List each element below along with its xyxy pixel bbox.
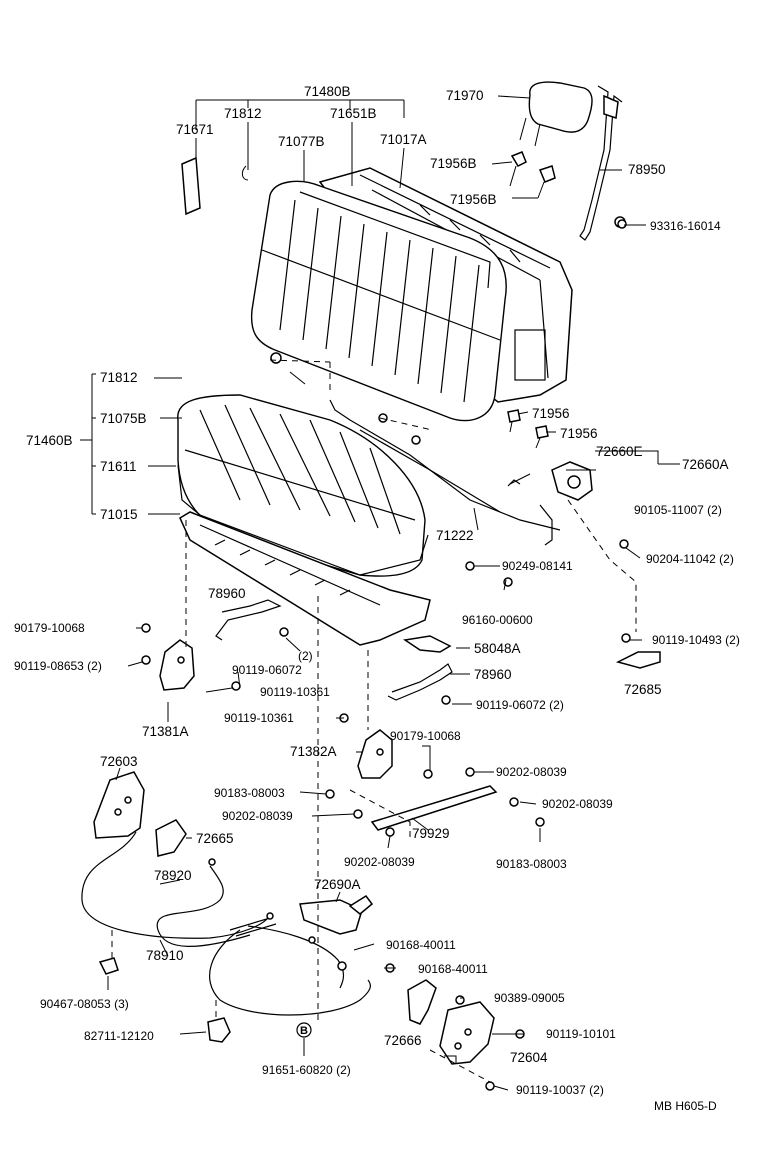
lock-striker-left xyxy=(215,599,282,641)
lever-72666 xyxy=(407,979,437,1025)
label-71015: 71015 xyxy=(100,507,138,522)
lock-striker-right xyxy=(387,663,453,701)
label-90202-08039-a: 90202-08039 xyxy=(496,765,567,779)
label-90249-08141: 90249-08141 xyxy=(502,559,573,573)
bracket-72685 xyxy=(615,651,661,669)
label-72604: 72604 xyxy=(510,1050,548,1065)
rod-79929 xyxy=(370,785,498,831)
seat-back-hinge-bar xyxy=(329,399,561,546)
label-90119-08653: 90119-08653 (2) xyxy=(14,659,102,673)
footer-code: MB H605-D xyxy=(654,1099,717,1113)
label-78960-left: 78960 xyxy=(208,586,246,601)
latch-plate-left xyxy=(93,771,145,839)
label-71970: 71970 xyxy=(446,88,484,103)
label-91651-60820: 91651-60820 (2) xyxy=(262,1063,351,1077)
seat-cushion-frame xyxy=(179,511,431,646)
label-72666: 72666 xyxy=(384,1033,422,1048)
label-71611: 71611 xyxy=(100,459,137,474)
label-90119-06072-right: 90119-06072 (2) xyxy=(476,698,564,712)
headrest-support-bottom xyxy=(537,165,556,199)
leader-lines xyxy=(80,95,680,1091)
latch-plate-right xyxy=(439,1001,495,1065)
seat-hinge-right xyxy=(357,729,393,779)
release-handle xyxy=(299,894,374,935)
label-96160-00600: 96160-00600 xyxy=(462,613,533,627)
label-71956-2: 71956 xyxy=(560,426,598,441)
label-90179-10068-left: 90179-10068 xyxy=(14,621,85,635)
label-72665: 72665 xyxy=(196,831,234,846)
label-90183-08003-left: 90183-08003 xyxy=(214,786,285,800)
recliner xyxy=(551,461,593,501)
label-71956-1: 71956 xyxy=(532,406,570,421)
label-71381A: 71381A xyxy=(142,724,189,739)
label-90202-08039-d: 90202-08039 xyxy=(344,855,415,869)
seat-back-cushion xyxy=(250,180,507,422)
label-71812-top: 71812 xyxy=(224,106,262,121)
label-90389-09005: 90389-09005 xyxy=(494,991,565,1005)
label-72685: 72685 xyxy=(624,682,662,697)
label-71382A: 71382A xyxy=(290,744,337,759)
headrest-support-top xyxy=(509,151,527,187)
label-78950: 78950 xyxy=(628,162,666,177)
label-2-left: (2) xyxy=(298,649,313,663)
seat-cushion-pad xyxy=(177,464,429,576)
label-93316-16014: 93316-16014 xyxy=(650,219,721,233)
label-72660A: 72660A xyxy=(682,457,729,472)
release-cables xyxy=(81,831,371,1016)
label-71651B: 71651B xyxy=(330,106,377,121)
label-90119-10361-top: 90119-10361 xyxy=(260,685,330,699)
label-79929: 79929 xyxy=(412,826,450,841)
circle-b-marker: B xyxy=(296,1022,312,1038)
label-90119-10101: 90119-10101 xyxy=(546,1027,616,1041)
circle-b-letter: B xyxy=(300,1025,308,1037)
label-78960-right: 78960 xyxy=(474,667,512,682)
fasteners xyxy=(141,219,631,1091)
label-58048A: 58048A xyxy=(474,641,521,656)
label-90168-40011-a: 90168-40011 xyxy=(386,938,456,952)
label-71017A: 71017A xyxy=(380,132,427,147)
label-71671: 71671 xyxy=(176,122,214,137)
label-90119-10361-mid: 90119-10361 xyxy=(224,711,294,725)
label-90202-08039-c: 90202-08039 xyxy=(542,797,613,811)
label-71077B: 71077B xyxy=(278,134,325,149)
label-90119-10037: 90119-10037 (2) xyxy=(516,1083,604,1097)
label-71075B: 71075B xyxy=(100,411,147,426)
label-90119-06072-left: 90119-06072 xyxy=(232,663,302,677)
clamp xyxy=(98,957,119,975)
label-90467-08053: 90467-08053 (3) xyxy=(40,997,129,1011)
label-71222: 71222 xyxy=(436,528,474,543)
part-labels: 71480B 71812 71671 71077B 71651B 71017A … xyxy=(14,84,740,1113)
label-78910: 78910 xyxy=(146,948,184,963)
label-90183-08003-right: 90183-08003 xyxy=(496,857,567,871)
seat-hinge-left xyxy=(159,639,195,691)
cover-58048A xyxy=(402,635,452,653)
headrest xyxy=(519,81,593,147)
label-90119-10493: 90119-10493 (2) xyxy=(652,633,740,647)
label-78920: 78920 xyxy=(154,868,192,883)
label-72660E: 72660E xyxy=(596,444,643,459)
wire-connector xyxy=(207,1017,231,1043)
label-90105-11007: 90105-11007 (2) xyxy=(634,503,722,517)
armrest xyxy=(181,156,201,216)
lever-72665 xyxy=(155,819,187,857)
label-82711-12120: 82711-12120 xyxy=(84,1029,154,1043)
label-71480B: 71480B xyxy=(304,84,351,99)
assembly-lines xyxy=(111,499,637,1083)
bolt-71956-a xyxy=(507,409,521,433)
label-71956B-2: 71956B xyxy=(450,192,497,207)
label-90204-11042: 90204-11042 (2) xyxy=(646,552,734,566)
label-90202-08039-b: 90202-08039 xyxy=(222,809,293,823)
label-90179-10068-right: 90179-10068 xyxy=(390,729,461,743)
label-90168-40011-b: 90168-40011 xyxy=(418,962,488,976)
bolt-71956-b xyxy=(535,425,549,449)
label-72690A: 72690A xyxy=(314,877,361,892)
label-71460B: 71460B xyxy=(26,433,73,448)
label-72603: 72603 xyxy=(100,754,138,769)
label-71812-left: 71812 xyxy=(100,370,138,385)
label-71956B-1: 71956B xyxy=(430,156,477,171)
